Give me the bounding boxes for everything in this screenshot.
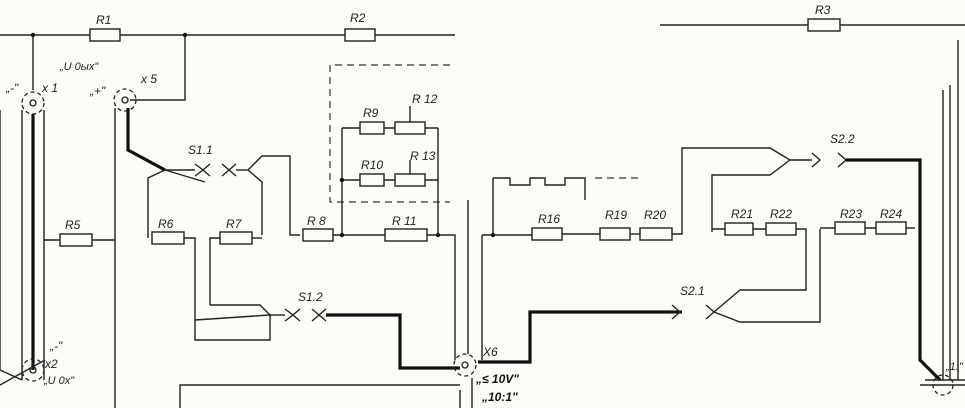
resistor-r20: [639, 147, 791, 241]
label-edge-mark: „1:": [945, 361, 964, 373]
label-r21: R21: [731, 207, 753, 221]
switch-s2-2[interactable]: [711, 152, 942, 382]
left-input-wiring: [0, 108, 166, 408]
label-s2-1: S2.1: [680, 284, 705, 298]
label-r22: R22: [770, 207, 792, 221]
connector-x2[interactable]: [21, 358, 45, 382]
label-x5: x 5: [140, 72, 157, 86]
middle-block: [481, 177, 640, 360]
label-r6: R6: [158, 217, 174, 231]
resistor-r13: [394, 160, 426, 187]
dashed-trim-block: [329, 64, 450, 238]
label-r8: R 8: [307, 214, 326, 228]
label-r9: R9: [363, 106, 379, 120]
resistor-r19: [599, 227, 640, 241]
resistor-r16: [531, 227, 600, 241]
resistor-r5: [44, 233, 115, 247]
label-r1: R1: [96, 13, 111, 27]
switch-s1-1[interactable]: [147, 155, 300, 238]
label-r7: R7: [226, 217, 243, 231]
connector-x5[interactable]: [113, 88, 137, 112]
resistor-r2: [344, 28, 376, 42]
resistor-r6: [151, 231, 196, 320]
label-r2: R2: [350, 11, 366, 25]
label-r5: R5: [65, 218, 81, 232]
label-range-volt: „≤ 10V": [475, 372, 519, 386]
resistor-r1: [89, 28, 121, 42]
label-x6: X6: [482, 345, 498, 359]
label-minus-top: „-": [5, 81, 19, 95]
label-plus-top: „+": [89, 84, 106, 98]
switch-s1-2[interactable]: [194, 304, 460, 370]
lower-bus: [179, 200, 965, 408]
resistor-r11: [384, 228, 456, 360]
label-x2: x2: [44, 357, 58, 371]
resistor-r21: [712, 222, 766, 236]
label-s2-2: S2.2: [830, 132, 855, 146]
label-r23: R23: [840, 207, 862, 221]
label-r24: R24: [880, 207, 902, 221]
label-s1-2: S1.2: [298, 290, 323, 304]
label-x1: x 1: [41, 81, 58, 95]
resistor-r12: [394, 106, 426, 135]
label-r13: R 13: [410, 149, 436, 163]
resistor-r10: [359, 173, 385, 187]
top-rail: [0, 24, 965, 101]
label-r19: R19: [605, 208, 627, 222]
connector-x1[interactable]: [21, 91, 45, 115]
label-s1-1: S1.1: [188, 143, 213, 157]
label-range-ratio: „10:1": [481, 390, 518, 404]
resistor-r24: [875, 221, 915, 235]
label-u-out: „U 0ых": [59, 61, 99, 73]
resistor-r9: [359, 121, 385, 135]
resistor-r22: [740, 222, 807, 291]
label-minus-bottom: „-": [49, 339, 63, 353]
connector-x6[interactable]: [453, 353, 477, 377]
label-u-in: „U 0х": [43, 375, 75, 387]
label-r10: R10: [361, 158, 383, 172]
label-r20: R20: [644, 208, 666, 222]
label-r16: R16: [538, 212, 560, 226]
switch-s2-1[interactable]: [670, 229, 821, 323]
resistor-r23: [820, 221, 876, 235]
label-r12: R 12: [412, 92, 438, 106]
label-r3: R3: [815, 3, 831, 17]
right-edge-wiring: [925, 40, 965, 396]
resistor-r3: [807, 18, 841, 32]
resistor-r7: [209, 231, 262, 305]
label-r11: R 11: [392, 214, 416, 228]
